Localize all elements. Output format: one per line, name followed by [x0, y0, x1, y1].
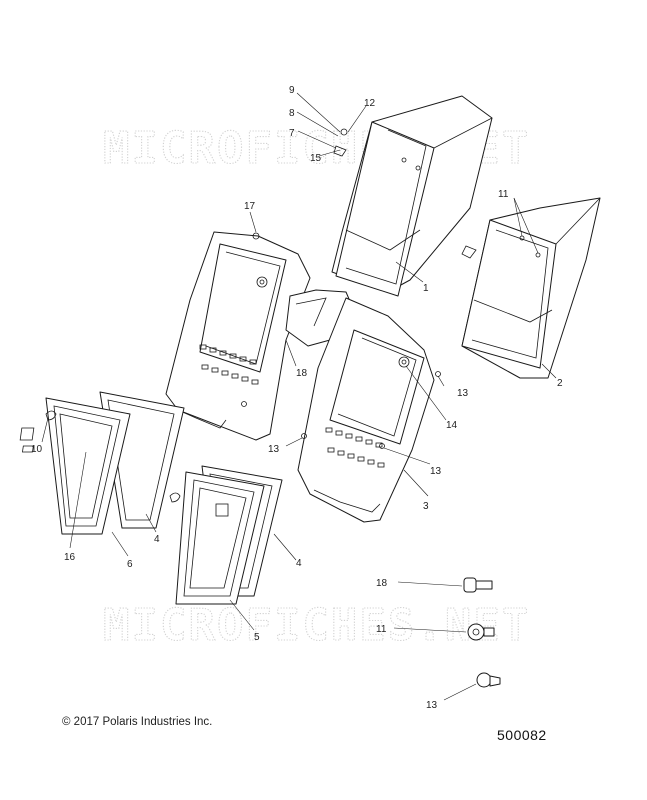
callout-16: 16: [64, 552, 76, 563]
watermark-bottom: MICROFICHES.NET: [103, 600, 530, 651]
callout-13-left: 13: [268, 444, 280, 455]
callout-8: 8: [289, 108, 295, 119]
callout-10: 10: [31, 444, 43, 455]
part-1-upper-bin: [331, 95, 493, 297]
callout-17: 17: [244, 201, 256, 212]
diagram-number: 500082: [497, 727, 547, 743]
callout-12: 12: [364, 98, 376, 109]
callout-14: 14: [446, 420, 458, 431]
fastener-11-detail: [393, 623, 495, 641]
copyright-notice: © 2017 Polaris Industries Inc.: [62, 716, 213, 728]
callout-11-top: 11: [498, 189, 509, 200]
callout-13-upper: 13: [457, 388, 469, 399]
part-5-center-lid: [175, 471, 265, 605]
callout-7: 7: [289, 128, 295, 139]
callout-11-detail: 11: [376, 624, 387, 635]
callout-3: 3: [423, 501, 429, 512]
part-6-left-lid: [19, 397, 131, 535]
callout-13-detail: 13: [426, 700, 438, 711]
callout-18-detail: 18: [376, 578, 388, 589]
callout-4-center: 4: [296, 558, 302, 569]
callout-6: 6: [127, 559, 133, 570]
fastener-13-detail: [443, 672, 501, 701]
leader-lines: [41, 92, 557, 631]
callout-5: 5: [254, 632, 260, 643]
callout-15: 15: [310, 153, 322, 164]
fasteners: [45, 128, 477, 503]
part-2-right-bin: [461, 197, 601, 379]
left-back-panel: [165, 231, 311, 441]
callout-13-lower: 13: [430, 466, 442, 477]
callout-2: 2: [557, 378, 563, 389]
fastener-18-detail: [397, 577, 493, 593]
callout-18-panel: 18: [296, 368, 308, 379]
callout-9: 9: [289, 85, 295, 96]
callout-1: 1: [423, 283, 429, 294]
part-3-right-back-panel: [297, 297, 435, 523]
callout-4-left: 4: [154, 534, 160, 545]
callouts: 9 8 12 7 15 11 17 1 2 18 13 14 13 13 3 1…: [31, 85, 563, 711]
